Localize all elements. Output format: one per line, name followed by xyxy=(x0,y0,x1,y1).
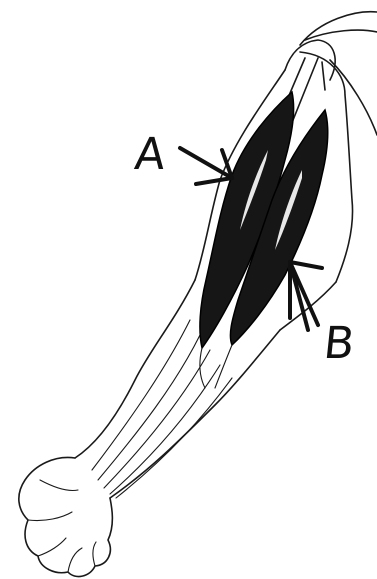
elbow-tendons xyxy=(200,345,232,388)
fist-outline xyxy=(19,457,113,576)
label-b: B xyxy=(322,322,357,366)
arrow-a xyxy=(180,148,232,184)
arrow-b xyxy=(290,262,322,330)
label-a: A xyxy=(133,133,168,177)
shoulder-cap xyxy=(285,40,335,80)
